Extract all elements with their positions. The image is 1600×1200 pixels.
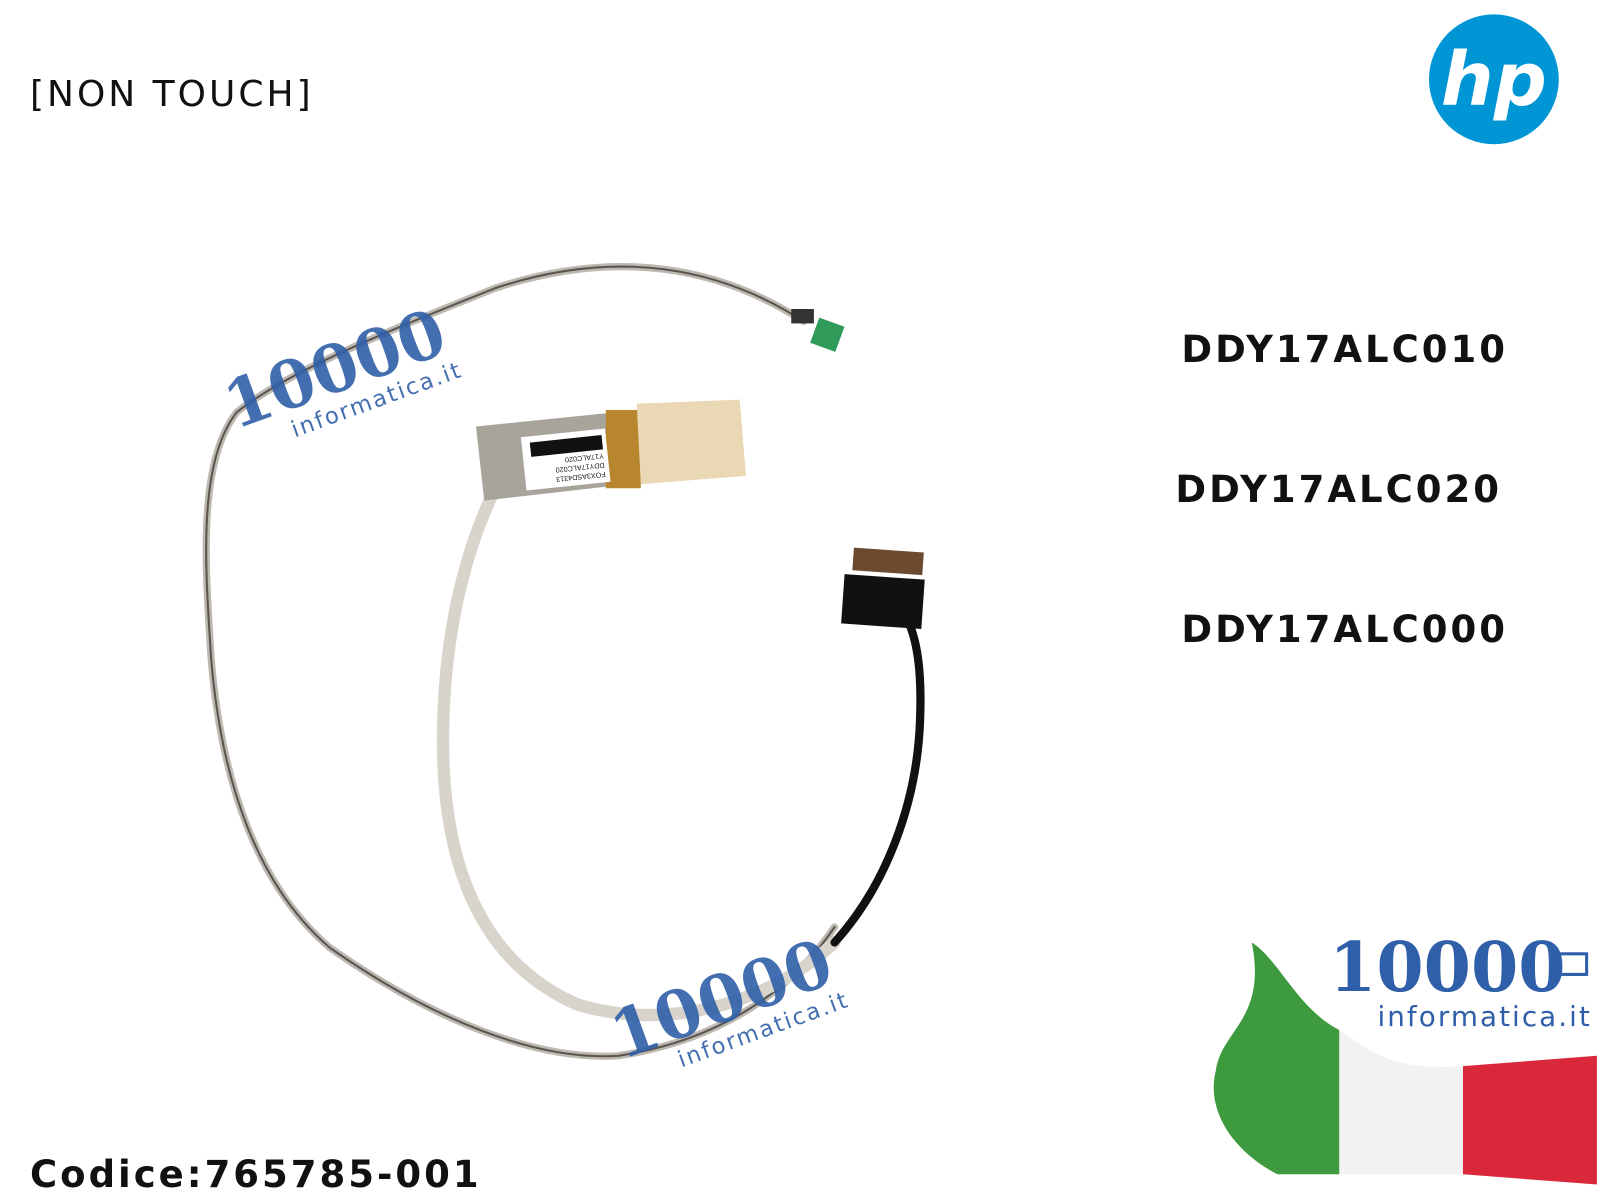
watermark-top: 10000 informatica.it	[214, 293, 466, 445]
product-code: Codice:765785-001	[30, 1153, 482, 1196]
svg-text:informatica.it: informatica.it	[1377, 1000, 1591, 1033]
cable-label: FOX3ASD4313 DDY17ALC020 Y17ALC020	[520, 428, 611, 491]
product-variant-label: [NON TOUCH]	[30, 74, 314, 115]
lcd-cable: FOX3ASD4313 DDY17ALC020 Y17ALC020	[202, 262, 925, 1060]
hp-logo: hp	[1428, 14, 1559, 145]
svg-text:hp: hp	[1441, 37, 1547, 123]
watermark-bottom: 10000 informatica.it	[600, 923, 852, 1075]
part-code-2: DDY17ALC020	[1175, 468, 1502, 511]
svg-text:10000: 10000	[1329, 928, 1566, 1008]
brand-badge: 10000 informatica.it	[1213, 928, 1597, 1185]
part-code-1: DDY17ALC010	[1181, 328, 1508, 371]
svg-text:Y17ALC020: Y17ALC020	[565, 451, 605, 464]
part-code-3: DDY17ALC000	[1181, 608, 1508, 651]
